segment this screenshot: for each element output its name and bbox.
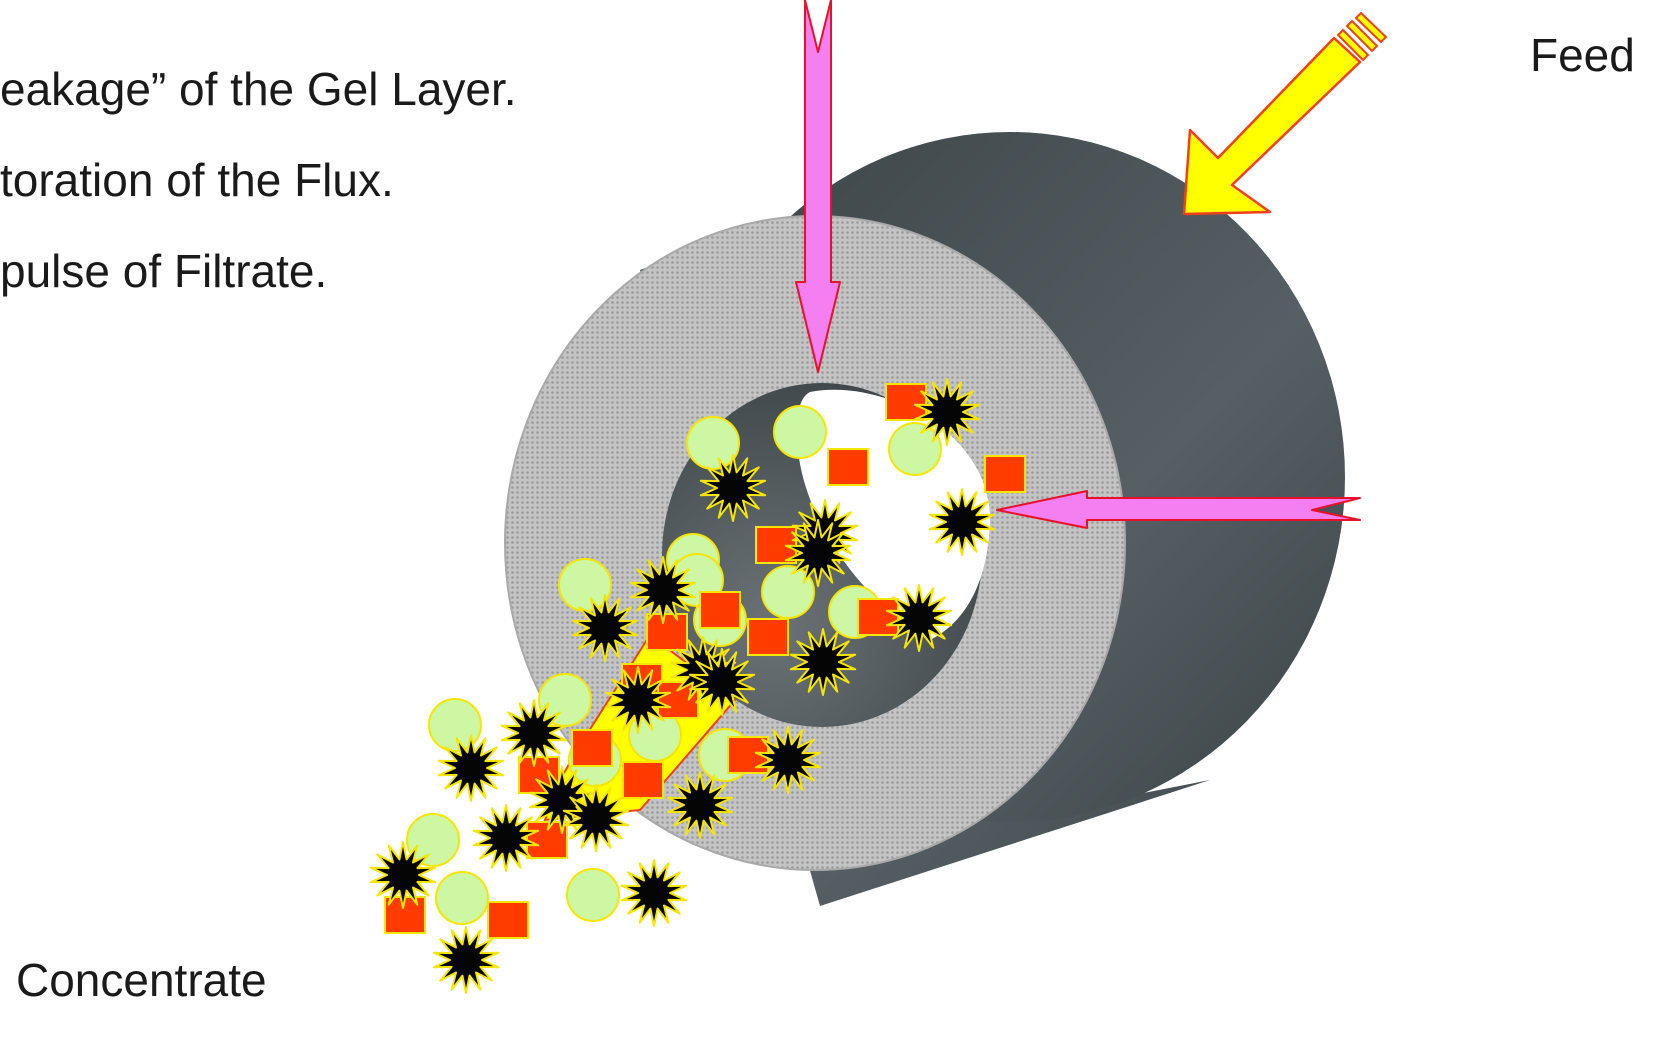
black-star-icon [528, 766, 596, 834]
red-square-icon [571, 729, 613, 767]
pink-arrow-right-icon [996, 490, 1361, 529]
red-square-icon [827, 448, 869, 486]
black-star-icon [754, 726, 822, 794]
particle-cloud [369, 378, 1026, 994]
green-circle-icon [686, 416, 740, 470]
bullet-line-gel-layer: eakage” of the Gel Layer. [0, 63, 517, 115]
black-star-icon [432, 926, 500, 994]
black-star-icon [562, 784, 630, 852]
black-star-icon [472, 804, 540, 872]
black-star-icon [604, 666, 672, 734]
red-square-icon [885, 383, 927, 421]
black-star-icon [629, 556, 697, 624]
black-star-icon [500, 699, 568, 767]
black-star-icon [620, 859, 688, 927]
black-star-icon [369, 841, 437, 909]
green-circle-icon [435, 871, 489, 925]
black-star-icon [789, 628, 857, 696]
green-circle-icon [773, 405, 827, 459]
black-star-icon [699, 454, 767, 522]
pink-arrow-top-icon [795, 0, 841, 373]
black-star-icon [928, 488, 996, 556]
red-square-icon [487, 901, 529, 939]
concentrate-label: Concentrate [16, 954, 267, 1006]
black-star-icon [571, 594, 639, 662]
green-circle-icon [566, 868, 620, 922]
black-star-icon [688, 648, 756, 716]
red-square-icon [984, 455, 1026, 493]
black-star-icon [784, 519, 852, 587]
black-star-icon [885, 584, 953, 652]
red-square-icon [747, 618, 789, 656]
green-circle-icon [428, 698, 482, 752]
red-square-icon [646, 613, 688, 651]
red-square-icon [622, 761, 664, 799]
red-square-icon [699, 591, 741, 629]
feed-label: Feed [1530, 29, 1635, 81]
black-star-icon [666, 771, 734, 839]
green-circle-icon [406, 813, 460, 867]
bullet-line-filtrate: pulse of Filtrate. [0, 245, 328, 297]
green-circle-icon [888, 422, 942, 476]
red-square-icon [526, 821, 568, 859]
black-star-icon [913, 378, 981, 446]
black-star-icon [437, 734, 505, 802]
bullet-line-flux: toration of the Flux. [0, 154, 394, 206]
red-square-icon [857, 598, 899, 636]
feed-arrow-icon [1182, 11, 1388, 216]
